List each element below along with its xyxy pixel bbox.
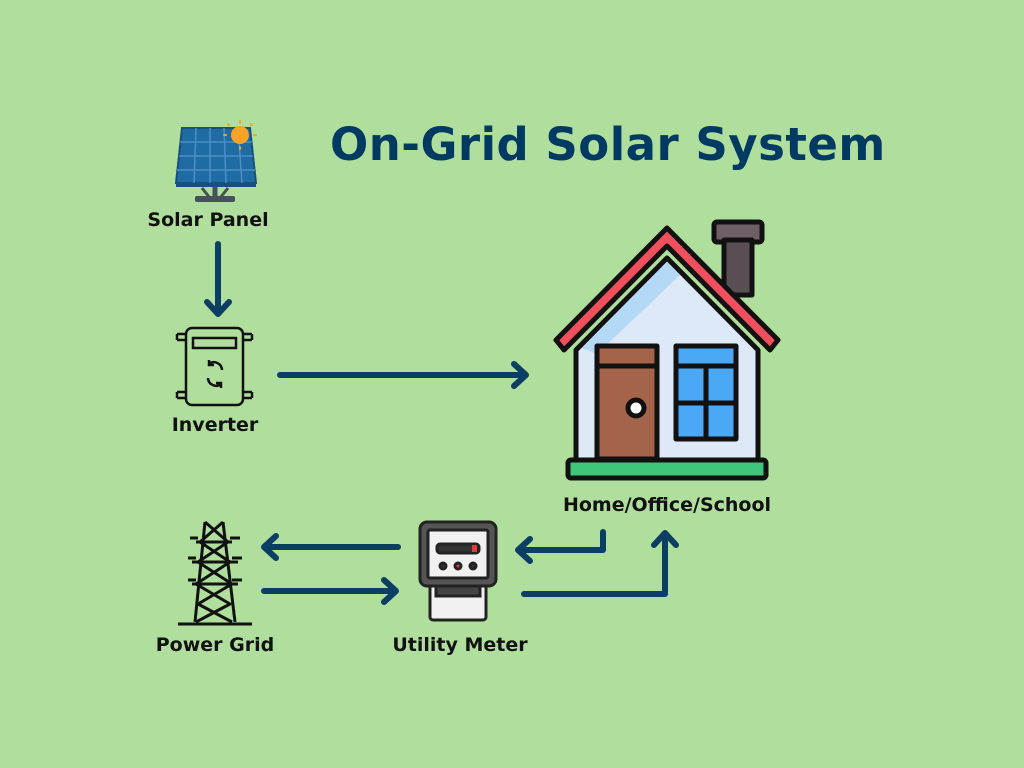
diagram-title: On-Grid Solar System [330, 118, 886, 171]
electric-meter-icon [418, 520, 498, 622]
arrow-solar-to-inverter [204, 241, 232, 317]
inverter-icon [175, 326, 254, 407]
arrow-inverter-to-home [277, 361, 529, 389]
transmission-tower-icon [178, 520, 252, 626]
house-icon [553, 219, 781, 481]
solar-panel-icon [174, 120, 258, 202]
home-label: Home/Office/School [562, 494, 772, 516]
arrow-home-to-meter [515, 529, 606, 564]
power-grid-label: Power Grid [155, 634, 275, 656]
solar-panel-label: Solar Panel [147, 209, 269, 231]
utility-meter-label: Utility Meter [392, 634, 528, 656]
arrow-meter-to-grid [261, 533, 401, 561]
arrow-grid-to-meter [261, 577, 399, 605]
arrow-meter-to-home [521, 530, 679, 597]
inverter-label: Inverter [171, 414, 259, 436]
